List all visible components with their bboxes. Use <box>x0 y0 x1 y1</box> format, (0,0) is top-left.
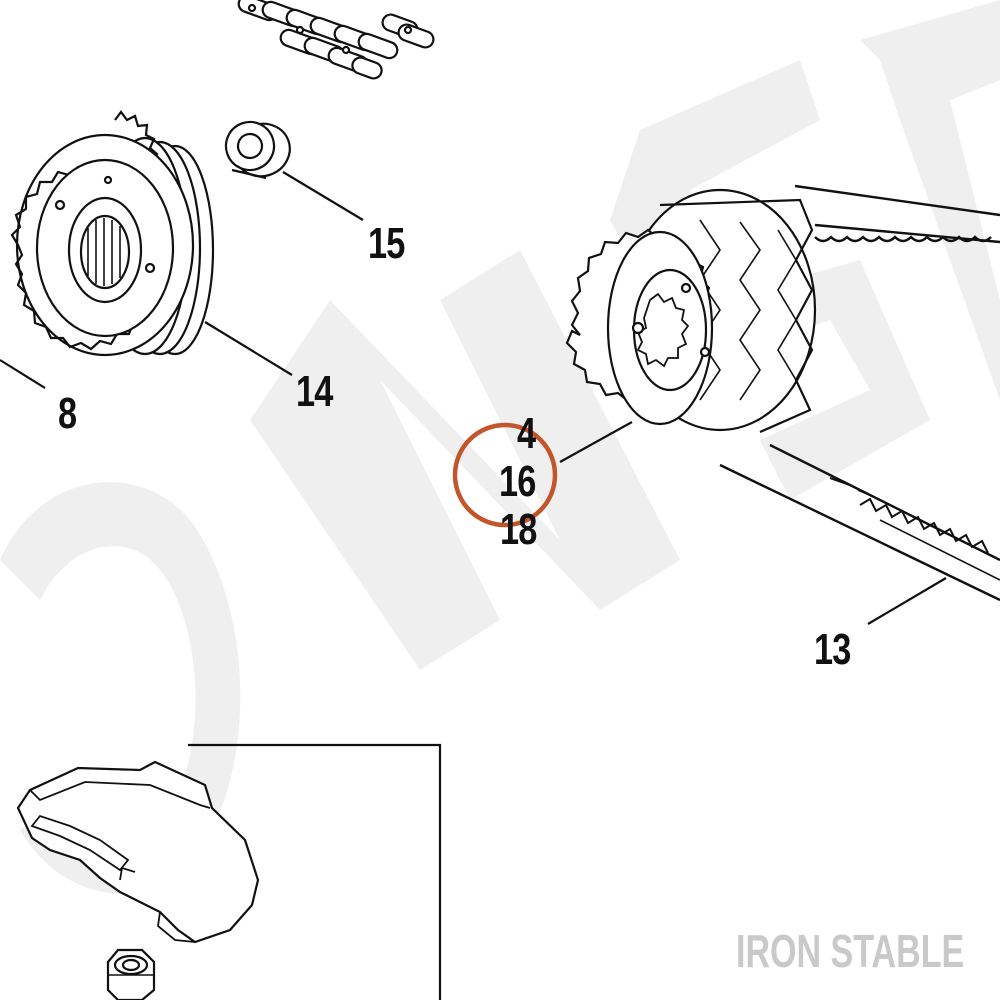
leader-line-14 <box>204 321 293 376</box>
callout-18: 18 <box>500 505 537 554</box>
watermark-letter-t <box>860 0 1000 400</box>
callout-14: 14 <box>296 367 333 416</box>
callout-16: 16 <box>499 457 536 506</box>
pulley-assembly <box>565 188 817 434</box>
belt-part-13 <box>719 184 1000 602</box>
watermark-letter-s <box>610 60 930 500</box>
leader-line-15 <box>282 171 364 221</box>
leader-line-13 <box>867 577 947 625</box>
bracket-frame-line <box>188 743 442 1000</box>
background-watermark-letters <box>0 0 1000 894</box>
leader-lines <box>0 171 947 1000</box>
brand-watermark: IRON STABLE <box>736 925 965 977</box>
chain-fragment <box>237 0 435 80</box>
callout-15: 15 <box>368 219 405 268</box>
sprocket-part-14 <box>10 110 215 357</box>
spacer-part-15 <box>224 120 291 180</box>
callout-4: 4 <box>517 409 536 458</box>
callout-13: 13 <box>814 625 851 674</box>
hex-nut <box>106 948 156 1000</box>
leader-line-16 <box>559 421 633 463</box>
highlight-ring <box>452 422 558 528</box>
watermark-letter-n <box>250 250 680 670</box>
leader-line-8 <box>0 359 46 389</box>
lower-bracket-part <box>16 760 260 944</box>
callout-8: 8 <box>58 389 77 438</box>
